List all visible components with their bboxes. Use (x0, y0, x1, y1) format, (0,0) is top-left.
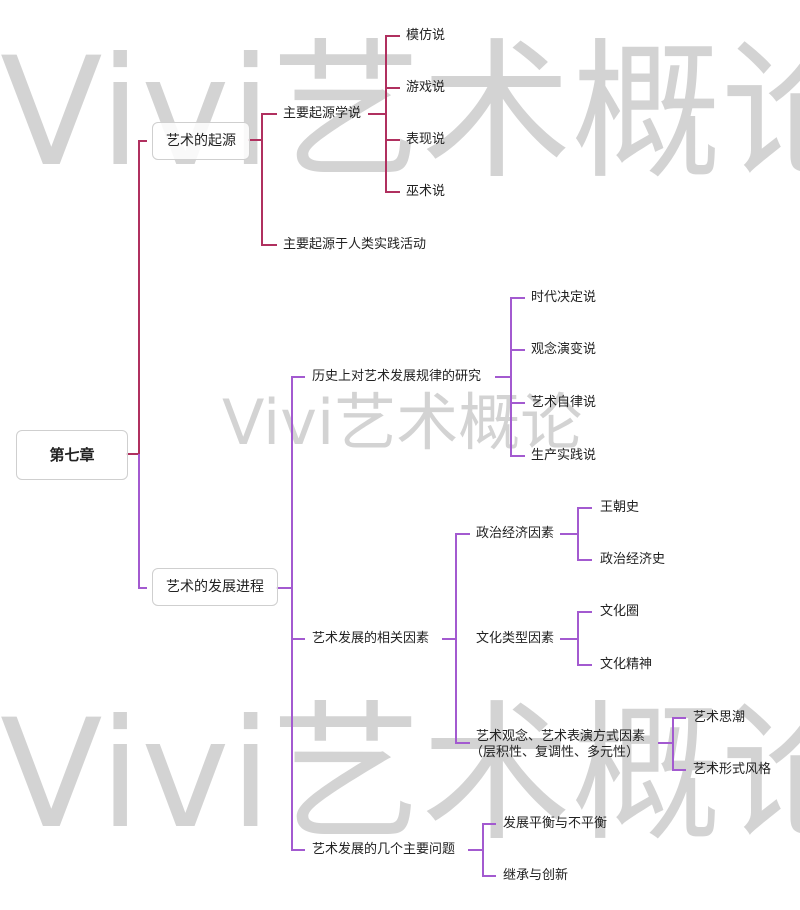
node-main-issues[interactable]: 艺术发展的几个主要问题 (312, 842, 456, 857)
node-historical-research[interactable]: 历史上对艺术发展规律的研究 (312, 369, 482, 384)
watermark-bottom: Vivi艺术概论 (0, 688, 800, 862)
node-balance-imbalance[interactable]: 发展平衡与不平衡 (503, 816, 608, 831)
node-cultural-circle[interactable]: 文化圈 (600, 604, 640, 619)
node-concept-evolution[interactable]: 观念演变说 (531, 342, 597, 357)
node-expression-theory[interactable]: 表现说 (406, 132, 446, 147)
node-imitation-theory[interactable]: 模仿说 (406, 28, 446, 43)
node-art-concept-factors-line1: 艺术观念、艺术表演方式因素 (476, 729, 646, 744)
node-art-trends[interactable]: 艺术思潮 (693, 710, 746, 725)
node-political-economic-factors[interactable]: 政治经济因素 (476, 526, 555, 541)
node-human-practice-origin[interactable]: 主要起源于人类实践活动 (283, 237, 427, 252)
node-art-autonomy[interactable]: 艺术自律说 (531, 395, 597, 410)
node-play-theory[interactable]: 游戏说 (406, 80, 446, 95)
node-witchcraft-theory[interactable]: 巫术说 (406, 184, 446, 199)
branch-origin-of-art[interactable]: 艺术的起源 (152, 122, 250, 160)
node-cultural-type-factors[interactable]: 文化类型因素 (476, 631, 555, 646)
root-node[interactable]: 第七章 (16, 430, 128, 480)
node-cultural-spirit[interactable]: 文化精神 (600, 657, 653, 672)
node-main-origin-theories[interactable]: 主要起源学说 (283, 106, 362, 121)
node-art-form-style[interactable]: 艺术形式风格 (693, 762, 772, 777)
node-related-factors[interactable]: 艺术发展的相关因素 (312, 631, 430, 646)
node-art-concept-factors[interactable]: 艺术观念、艺术表演方式因素 （层积性、复调性、多元性） (470, 729, 646, 761)
node-production-practice[interactable]: 生产实践说 (531, 448, 597, 463)
node-inheritance-innovation[interactable]: 继承与创新 (503, 868, 569, 883)
node-art-concept-factors-line2: （层积性、复调性、多元性） (470, 745, 640, 760)
watermark-middle: Vivi艺术概论 (222, 386, 583, 459)
node-political-economic-history[interactable]: 政治经济史 (600, 552, 666, 567)
node-era-determinism[interactable]: 时代决定说 (531, 290, 597, 305)
watermark-top: Vivi艺术概论 (0, 26, 800, 200)
node-dynastic-history[interactable]: 王朝史 (600, 500, 640, 515)
branch-development-of-art[interactable]: 艺术的发展进程 (152, 568, 278, 606)
